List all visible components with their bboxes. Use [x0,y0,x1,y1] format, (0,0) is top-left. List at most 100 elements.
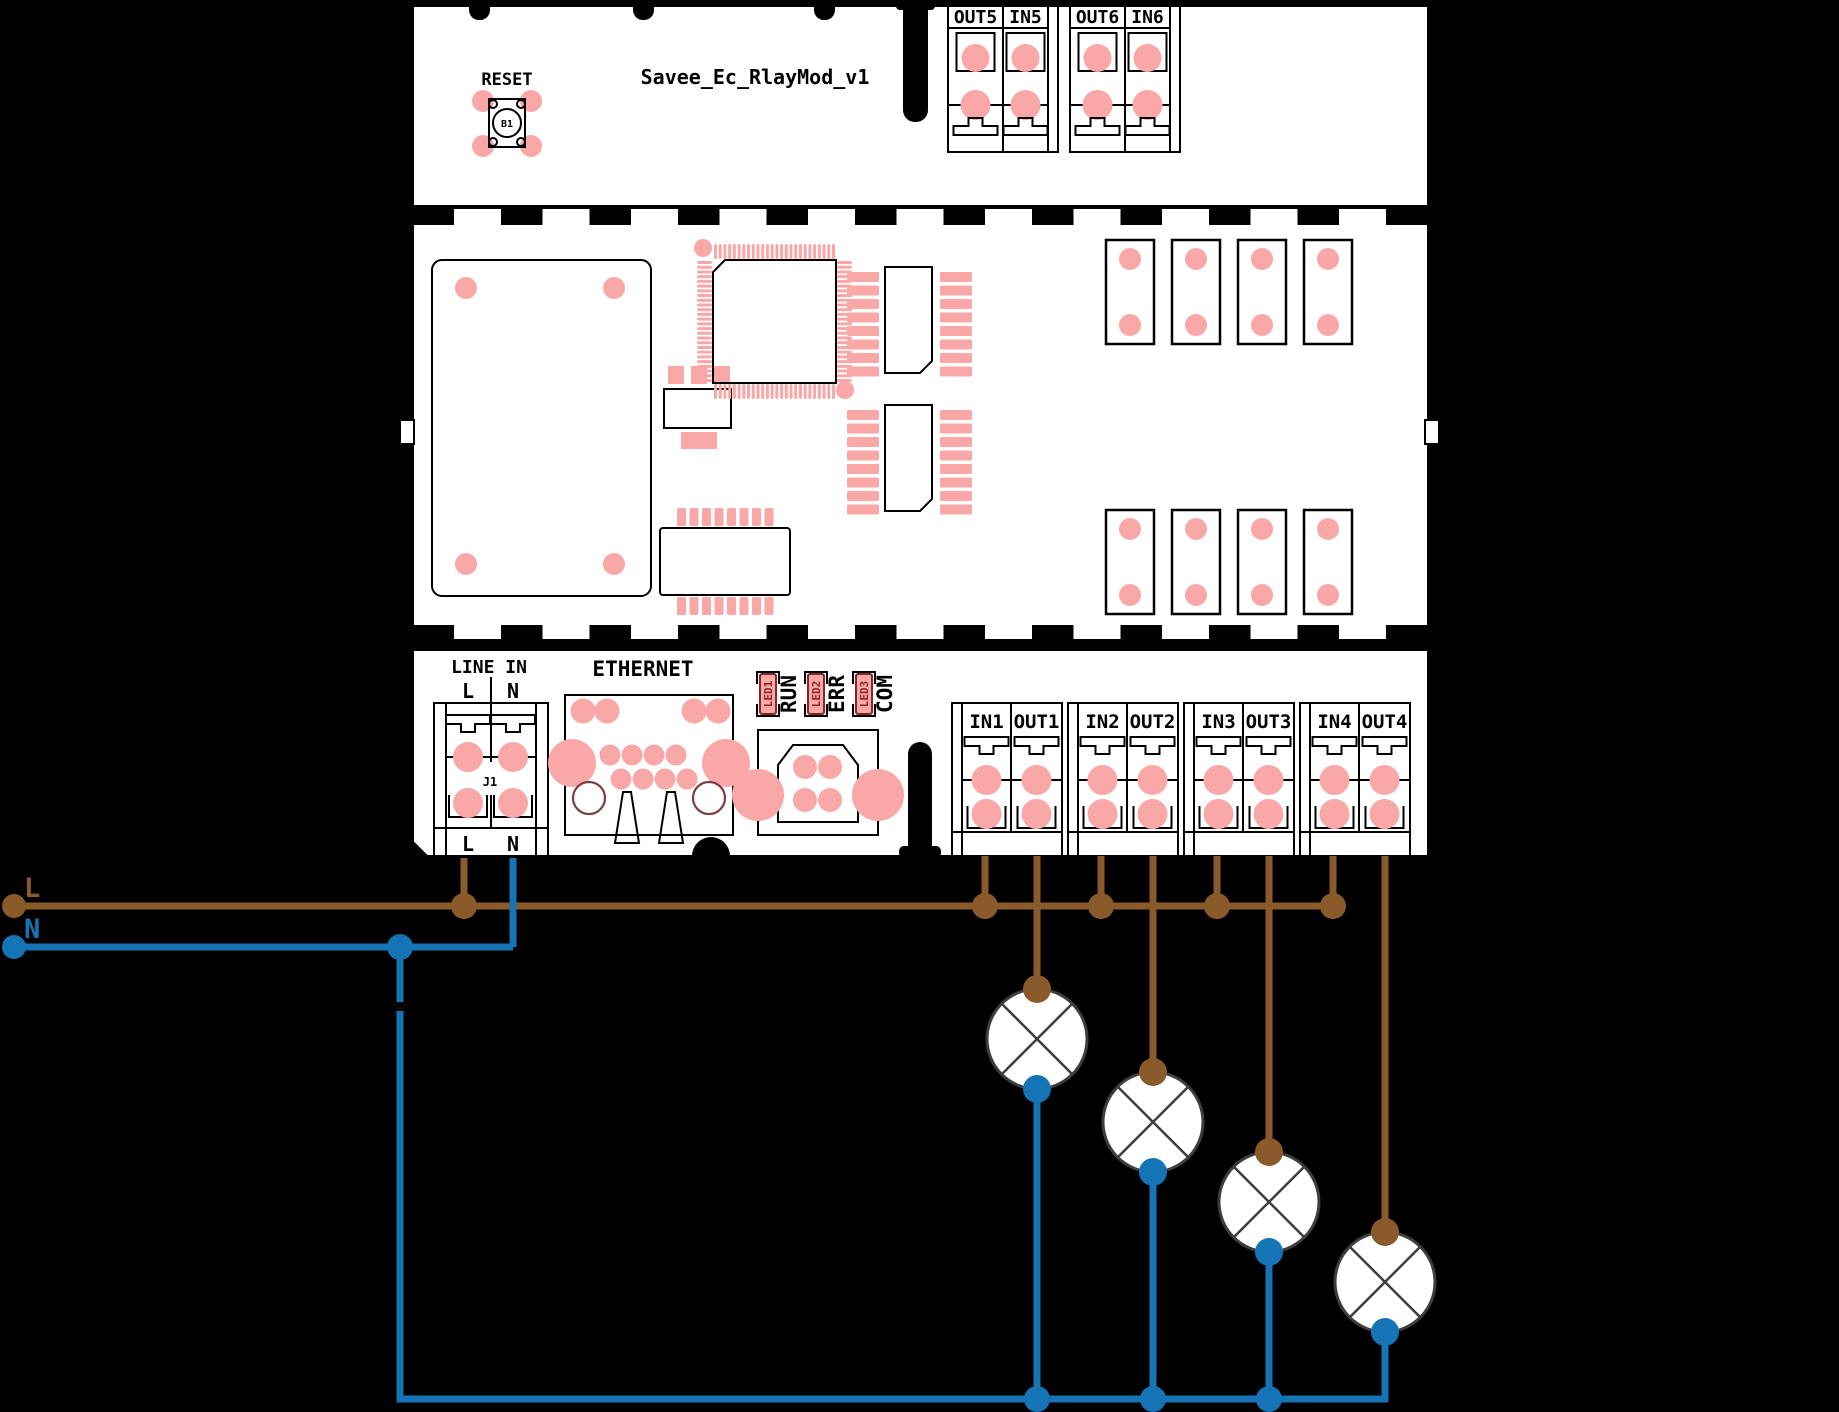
pad [697,374,712,378]
pad [765,244,769,259]
pad [784,244,788,259]
line-in-col-l: L [462,679,474,703]
pad [827,384,831,399]
pad [1119,518,1141,540]
pad [940,437,972,447]
latch-hole [571,780,607,816]
pad [697,270,712,274]
pad [697,341,712,345]
edge-notch [633,0,654,20]
mcu-body [712,259,837,384]
pad [1319,765,1350,795]
pad [1319,799,1350,829]
pad [770,384,774,399]
pad [697,355,712,359]
pad [1132,90,1163,120]
pad [837,261,852,264]
pad [837,350,852,354]
board-title: Savee_Ec_RlayMod_v1 [641,65,870,89]
terminal-label: IN2 [1085,711,1119,733]
bottom-slot-flare [899,846,941,858]
pad [728,384,732,399]
pad [739,508,749,526]
pad [837,265,852,269]
pad [813,244,817,259]
led-ref: LED1 [762,680,775,707]
pad [1185,314,1207,336]
relay-footprint [1302,238,1354,346]
pad [940,272,972,282]
pad [813,384,817,399]
line-in-designator: J1 [483,775,497,789]
pad [747,244,751,259]
line-in-title: LINE IN [451,657,527,678]
lamp-symbol [1101,1070,1205,1174]
ethernet-connector [548,694,750,844]
pad [455,553,477,575]
pad [940,464,972,474]
line-in-bottom-n: N [507,832,519,856]
relay-footprint [1236,508,1288,616]
pad [1082,90,1113,120]
pad [697,265,712,269]
pad [832,384,835,399]
pad [822,244,826,259]
pad [1137,799,1168,829]
led-name: COM [873,675,897,713]
pad [940,353,972,363]
pad [1011,44,1040,72]
pad [1185,518,1207,540]
pad [847,450,879,461]
usb-connector [732,729,904,836]
top-slot-flare [896,0,935,10]
pad [1119,584,1141,606]
din-notch-right [1424,419,1440,445]
pad [784,384,788,399]
pad [756,384,760,399]
terminal-label: IN1 [969,711,1003,733]
pad [697,360,712,364]
pad [940,285,972,296]
pad [751,384,755,399]
pad [697,303,712,307]
pad [728,244,732,259]
din-notch-left [399,419,415,445]
pad [960,90,991,120]
pad [455,277,477,299]
pad [697,308,712,312]
bottom-edge-halfhole [692,837,730,856]
pad [971,765,1002,795]
pad [739,597,749,615]
pad [827,244,831,259]
pad [1369,799,1400,829]
live-wire-label: L [24,873,40,904]
pad [676,768,698,790]
flash-chip [659,508,791,615]
pad [737,384,741,399]
pad [847,339,879,350]
pad [940,326,972,336]
pad [780,244,784,259]
pad [1317,248,1339,270]
pad [940,366,972,377]
pin1-mark [694,239,712,257]
terminal-label: OUT1 [1014,711,1060,733]
terminal-label: IN5 [1009,7,1042,28]
pad [1317,314,1339,336]
pad [727,597,736,615]
soic-driver-2 [847,404,972,515]
pad [1083,44,1112,72]
lamp-symbol [1333,1230,1437,1334]
pad [689,597,699,615]
power-module [431,259,652,597]
terminal-label: OUT3 [1246,711,1292,733]
pad [1021,799,1052,829]
led-ref: LED3 [858,681,871,708]
pad [764,597,774,615]
top-slot [903,0,928,122]
